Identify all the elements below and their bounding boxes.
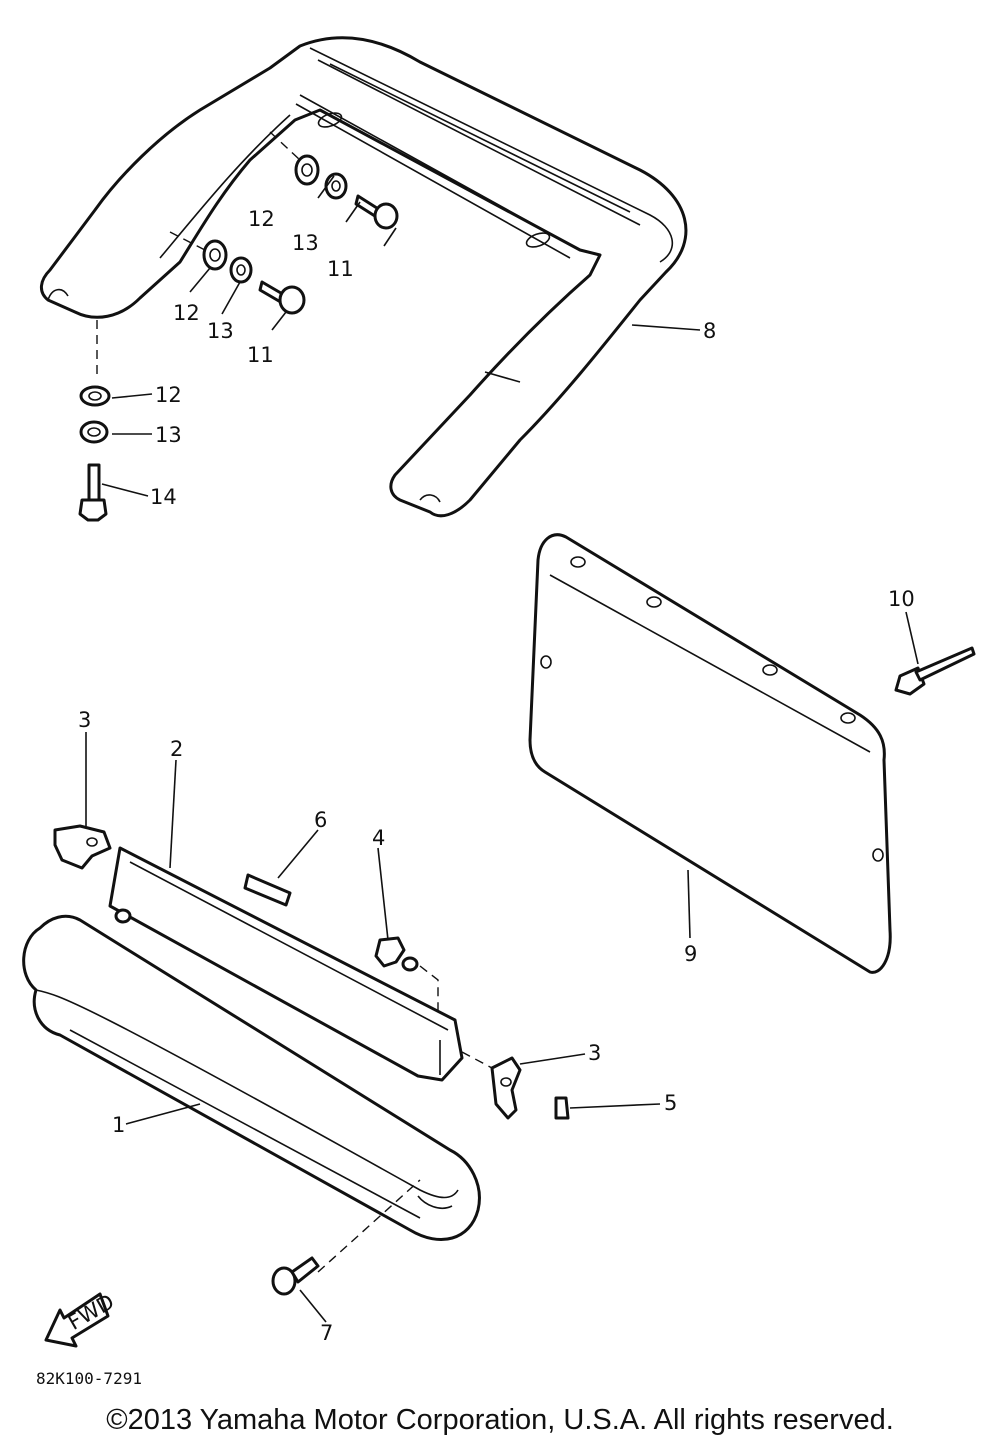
rail-part-1 xyxy=(22,914,481,1273)
panel-part-9 xyxy=(528,533,892,974)
clip-part-4 xyxy=(374,936,439,1010)
leader-lines xyxy=(85,175,919,1323)
callout-2: 2 xyxy=(170,737,183,761)
clip-part-3-lower xyxy=(461,1051,522,1120)
bracket-part-2 xyxy=(108,846,464,1082)
fwd-arrow-icon: FWD xyxy=(44,1290,118,1348)
screw-part-7 xyxy=(271,1256,320,1296)
callout-4: 4 xyxy=(372,826,385,850)
carrier-part-8 xyxy=(40,36,688,518)
callout-9: 9 xyxy=(684,942,697,966)
copyright-notice: ©2013 Yamaha Motor Corporation, U.S.A. A… xyxy=(106,1404,894,1436)
callout-6: 6 xyxy=(314,808,327,832)
callout-10: 10 xyxy=(888,587,915,611)
fastener-stack-lower xyxy=(78,320,111,522)
callout-11-middle: 11 xyxy=(247,343,274,367)
callout-8: 8 xyxy=(703,319,716,343)
callout-12-middle: 12 xyxy=(173,301,200,325)
callout-13-upper: 13 xyxy=(292,231,319,255)
clip-part-3-upper xyxy=(53,824,112,870)
callout-12-lower: 12 xyxy=(155,383,182,407)
label-part-6 xyxy=(243,873,292,907)
fastener-set-upper xyxy=(269,131,399,230)
callout-3-upper: 3 xyxy=(78,708,91,732)
fastener-set-middle xyxy=(169,231,306,315)
callout-11-upper: 11 xyxy=(327,257,354,281)
callout-labels: 8 12 13 14 12 13 11 12 13 11 10 3 2 6 4 … xyxy=(78,207,915,1345)
callout-1: 1 xyxy=(112,1113,125,1137)
callout-3-lower: 3 xyxy=(588,1041,601,1065)
callout-14: 14 xyxy=(150,485,177,509)
fastener-part-5 xyxy=(554,1096,570,1120)
diagram-code: 82K100-7291 xyxy=(36,1369,142,1388)
callout-12-upper: 12 xyxy=(248,207,275,231)
callout-13-lower: 13 xyxy=(155,423,182,447)
callout-5: 5 xyxy=(664,1091,677,1115)
rivet-part-10 xyxy=(894,646,976,696)
callout-7: 7 xyxy=(320,1321,333,1345)
callout-13-middle: 13 xyxy=(207,319,234,343)
